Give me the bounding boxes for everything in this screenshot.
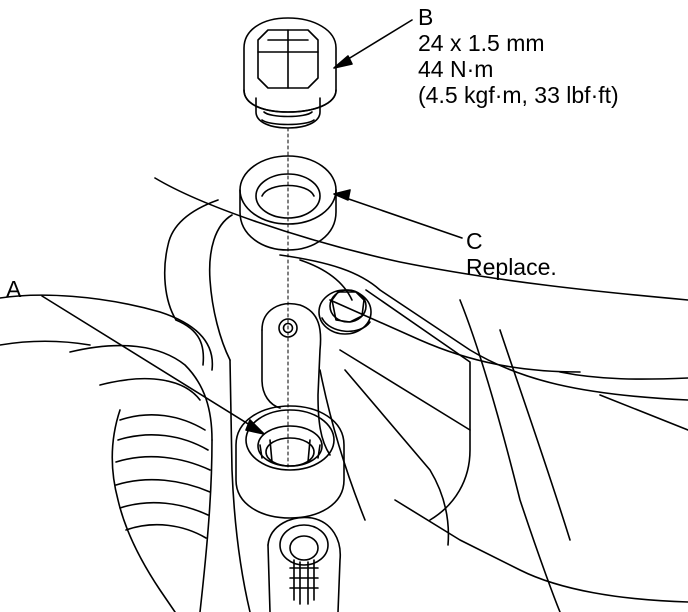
callout-b-thread-size: 24 x 1.5 mm	[418, 30, 545, 56]
lower-threaded-boss	[267, 516, 341, 612]
callout-c: C Replace.	[466, 228, 557, 280]
drain-plug-b	[243, 17, 337, 129]
flange-bolt	[318, 289, 372, 335]
mounting-bracket	[261, 303, 331, 456]
callout-c-letter: C	[466, 228, 483, 254]
housing-outline	[154, 177, 688, 612]
callout-c-note: Replace.	[466, 254, 557, 280]
drain-port-a	[235, 405, 345, 519]
callout-a-letter: A	[6, 276, 22, 302]
leader-line-a	[41, 295, 265, 435]
callout-b: B 24 x 1.5 mm 44 N·m (4.5 kgf·m, 33 lbf·…	[418, 4, 619, 108]
callout-b-torque-alt: (4.5 kgf·m, 33 lbf·ft)	[418, 82, 619, 108]
leader-line-b	[333, 19, 413, 69]
callout-a: A	[6, 276, 21, 302]
callout-b-letter: B	[418, 4, 434, 30]
hose	[0, 294, 214, 612]
callout-b-torque: 44 N·m	[418, 56, 494, 82]
leader-line-c	[333, 189, 463, 239]
